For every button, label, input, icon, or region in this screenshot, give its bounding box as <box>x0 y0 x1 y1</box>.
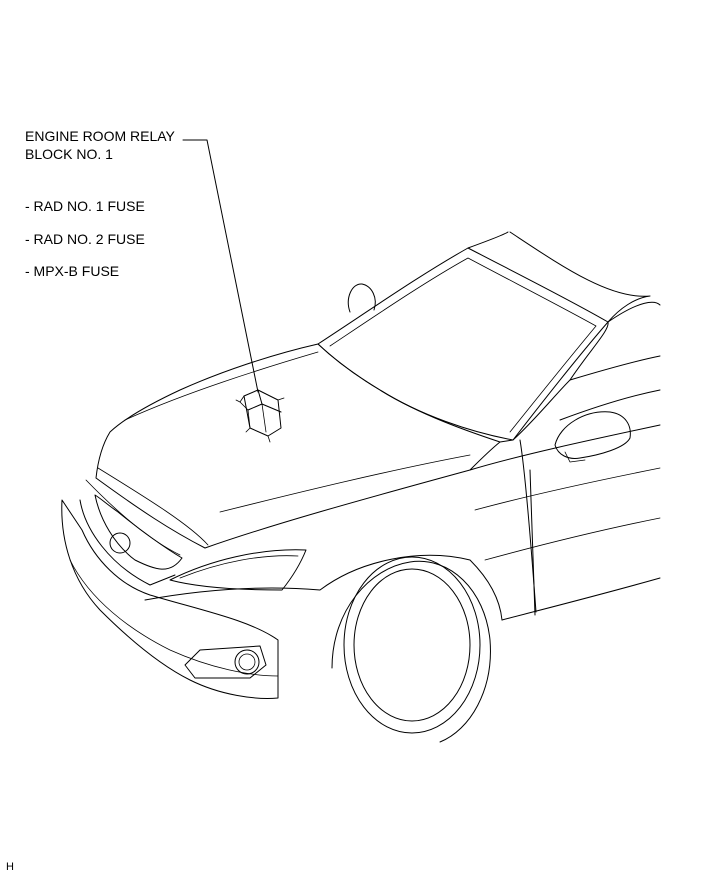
fuse-item-rad-no-1: - RAD NO. 1 FUSE <box>25 198 145 214</box>
emblem-icon <box>109 532 131 554</box>
front-grille <box>94 494 183 570</box>
relay-block-label-line2: BLOCK NO. 1 <box>25 146 113 162</box>
bumper-lower-lip <box>69 559 279 677</box>
front-fender <box>144 554 503 621</box>
a-pillar <box>512 301 661 441</box>
front-tire <box>343 556 481 734</box>
roof-line <box>467 231 651 323</box>
side-character-line <box>474 467 661 561</box>
relay-block-label-line1: ENGINE ROOM RELAY <box>25 128 175 144</box>
engine-room-relay-block-icon <box>235 389 285 443</box>
front-bumper <box>61 499 279 699</box>
illustration-code: H <box>6 861 14 873</box>
hood-front-edge <box>85 467 209 556</box>
wheel-arch <box>331 560 491 743</box>
leader-line <box>182 139 259 393</box>
headlight-inner <box>179 555 299 579</box>
hood-outline <box>95 343 501 549</box>
headlight <box>169 549 307 591</box>
grille-frame <box>79 499 176 586</box>
windshield-outline <box>317 247 609 441</box>
front-wheel-rim <box>353 568 471 722</box>
fuse-item-mpx-b: - MPX-B FUSE <box>25 263 120 279</box>
windshield-inner <box>329 257 597 433</box>
side-window <box>559 355 661 421</box>
fog-lamp-housing <box>184 645 267 679</box>
inner-mirror <box>347 283 376 313</box>
side-body <box>469 424 661 621</box>
front-door-edge <box>519 439 537 613</box>
fog-lamp-icon <box>234 649 260 675</box>
fuse-item-rad-no-2: - RAD NO. 2 FUSE <box>25 231 145 247</box>
hood-crease <box>124 351 471 513</box>
side-mirror <box>554 411 631 459</box>
